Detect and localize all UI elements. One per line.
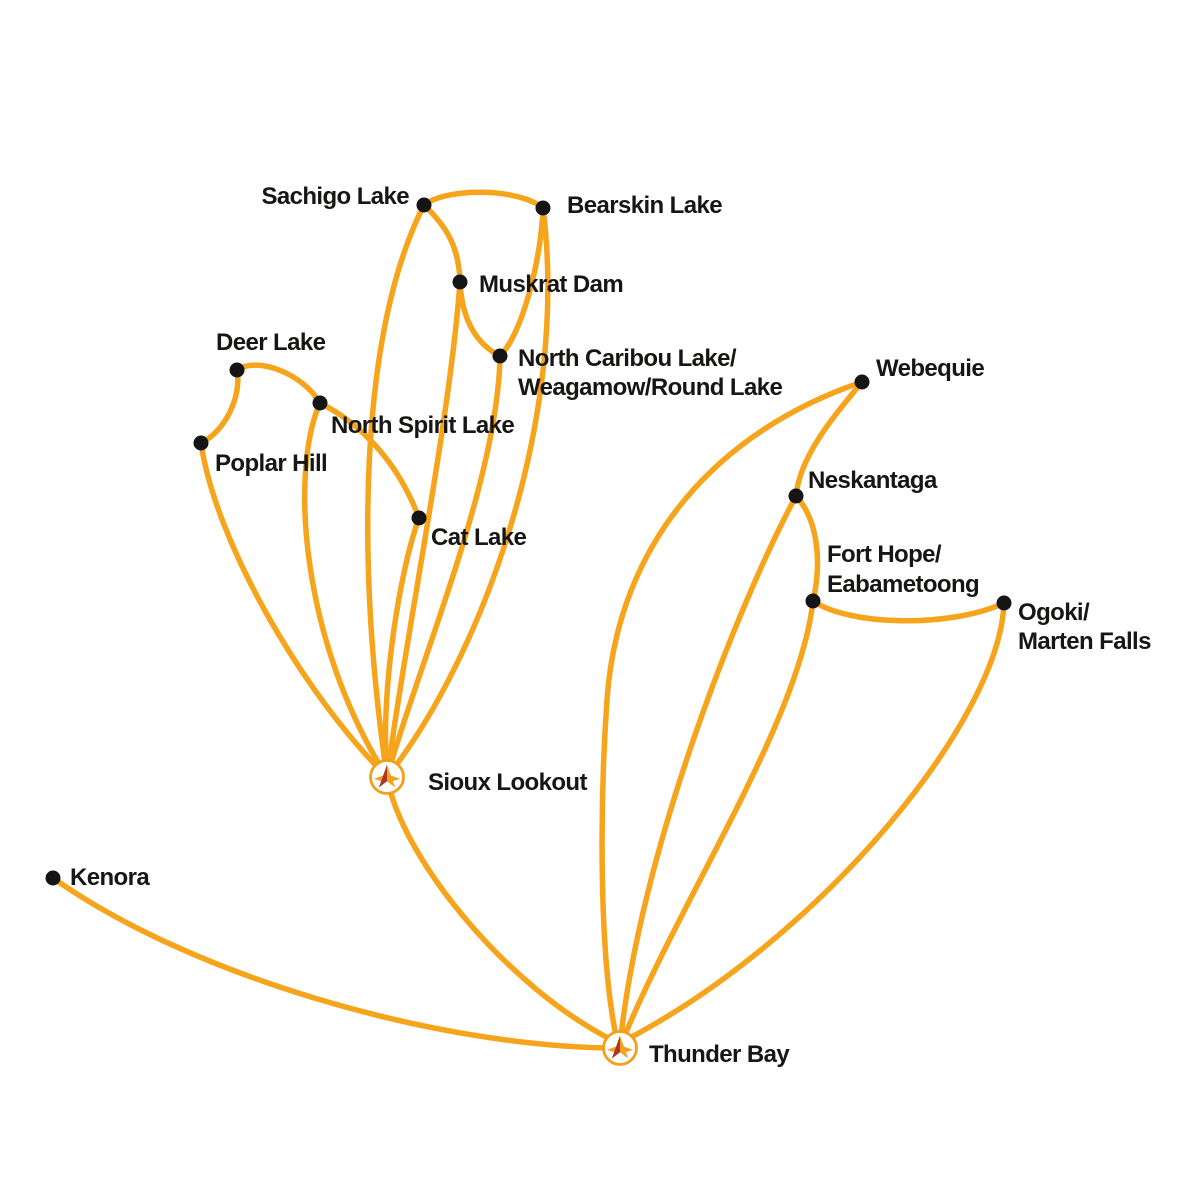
fort-hope-eabametoong-label: Fort Hope/Eabametoong xyxy=(827,541,979,598)
route-bearskin-lake--sioux-lookout xyxy=(384,205,551,780)
hubs-layer xyxy=(369,759,638,1066)
fort-hope-eabametoong-label-line: Eabametoong xyxy=(827,571,979,598)
kenora-label: Kenora xyxy=(70,864,150,891)
thunder-bay-label-line: Thunder Bay xyxy=(649,1041,790,1068)
kenora-dot xyxy=(45,870,61,886)
hub-needle-right-icon xyxy=(620,1035,629,1059)
ogoki-marten-falls-label: Ogoki/Marten Falls xyxy=(1018,599,1151,655)
muskrat-dam-dot xyxy=(452,274,468,290)
thunder-bay-hub-icon xyxy=(602,1030,638,1066)
hub-star-left-spike-icon xyxy=(373,775,384,782)
hub-star-right-spike-icon xyxy=(390,775,401,782)
hub-needle-left-icon xyxy=(611,1035,620,1059)
sachigo-lake-label: Sachigo Lake xyxy=(261,183,409,210)
cat-lake-label-line: Cat Lake xyxy=(431,524,526,551)
cat-lake-dot xyxy=(411,510,427,526)
route-neskantaga--thunder-bay xyxy=(617,493,799,1048)
route-muskrat-dam--sioux-lookout xyxy=(384,279,463,780)
fort-hope-eabametoong-label-line: Fort Hope/ xyxy=(827,541,942,568)
cat-lake-label: Cat Lake xyxy=(431,524,526,551)
north-spirit-lake-label-line: North Spirit Lake xyxy=(331,412,514,439)
route-fort-hope-eabametoong--thunder-bay xyxy=(619,598,816,1045)
north-spirit-lake-label: North Spirit Lake xyxy=(331,412,514,439)
route-fort-hope-eabametoong--ogoki-marten-falls xyxy=(810,598,1007,624)
route-north-spirit-lake--cat-lake xyxy=(317,400,422,521)
north-caribou-lake-label-line: North Caribou Lake/ xyxy=(518,345,737,372)
routes-layer xyxy=(50,189,1007,1051)
route-bearskin-lake--north-caribou-lake xyxy=(497,205,546,359)
route-cat-lake--sioux-lookout xyxy=(382,515,422,780)
stops-layer xyxy=(45,197,1012,886)
route-sioux-lookout--thunder-bay xyxy=(384,774,619,1045)
route-deer-lake--poplar-hill xyxy=(198,367,241,446)
ogoki-marten-falls-label-line: Ogoki/ xyxy=(1018,599,1090,626)
north-caribou-lake-dot xyxy=(492,348,508,364)
hub-star-left-spike-icon xyxy=(606,1046,617,1053)
thunder-bay-label: Thunder Bay xyxy=(649,1041,790,1068)
deer-lake-dot xyxy=(229,362,245,378)
sioux-lookout-label: Sioux Lookout xyxy=(428,769,587,796)
neskantaga-dot xyxy=(788,488,804,504)
poplar-hill-label: Poplar Hill xyxy=(215,450,327,477)
deer-lake-label-line: Deer Lake xyxy=(216,329,326,356)
north-caribou-lake-label-line: Weagamow/Round Lake xyxy=(518,374,782,401)
webequie-label: Webequie xyxy=(876,355,984,382)
fort-hope-eabametoong-dot xyxy=(805,593,821,609)
poplar-hill-label-line: Poplar Hill xyxy=(215,450,327,477)
north-spirit-lake-dot xyxy=(312,395,328,411)
sachigo-lake-dot xyxy=(416,197,432,213)
sioux-lookout-hub-icon xyxy=(369,759,405,795)
hub-star-right-spike-icon xyxy=(623,1046,634,1053)
ogoki-marten-falls-label-line: Marten Falls xyxy=(1018,628,1151,655)
route-sachigo-lake--sioux-lookout xyxy=(365,202,427,780)
hub-needle-right-icon xyxy=(387,764,396,788)
ogoki-marten-falls-dot xyxy=(996,595,1012,611)
sioux-lookout-label-line: Sioux Lookout xyxy=(428,769,587,796)
bearskin-lake-label-line: Bearskin Lake xyxy=(567,192,722,219)
route-deer-lake--north-spirit-lake xyxy=(234,362,323,406)
route-webequie--thunder-bay xyxy=(599,379,865,1048)
kenora-label-line: Kenora xyxy=(70,864,150,891)
deer-lake-label: Deer Lake xyxy=(216,329,326,356)
route-ogoki-marten-falls--thunder-bay xyxy=(619,600,1007,1045)
muskrat-dam-label: Muskrat Dam xyxy=(479,271,623,298)
neskantaga-label-line: Neskantaga xyxy=(808,467,938,494)
route-webequie--neskantaga xyxy=(793,379,865,499)
bearskin-lake-dot xyxy=(535,200,551,216)
webequie-label-line: Webequie xyxy=(876,355,984,382)
poplar-hill-dot xyxy=(193,435,209,451)
webequie-dot xyxy=(854,374,870,390)
route-poplar-hill--sioux-lookout xyxy=(198,440,390,780)
neskantaga-label: Neskantaga xyxy=(808,467,938,494)
muskrat-dam-label-line: Muskrat Dam xyxy=(479,271,623,298)
route-kenora--thunder-bay xyxy=(50,875,611,1051)
route-north-caribou-lake--sioux-lookout xyxy=(384,353,503,780)
route-neskantaga--fort-hope-eabametoong xyxy=(793,493,821,604)
route-north-spirit-lake--sioux-lookout xyxy=(301,400,390,780)
route-sachigo-lake--bearskin-lake xyxy=(421,189,546,211)
hub-needle-left-icon xyxy=(378,764,387,788)
sachigo-lake-label-line: Sachigo Lake xyxy=(261,183,409,210)
bearskin-lake-label: Bearskin Lake xyxy=(567,192,722,219)
route-sachigo-lake--muskrat-dam xyxy=(421,202,463,285)
north-caribou-lake-label: North Caribou Lake/Weagamow/Round Lake xyxy=(518,345,782,401)
